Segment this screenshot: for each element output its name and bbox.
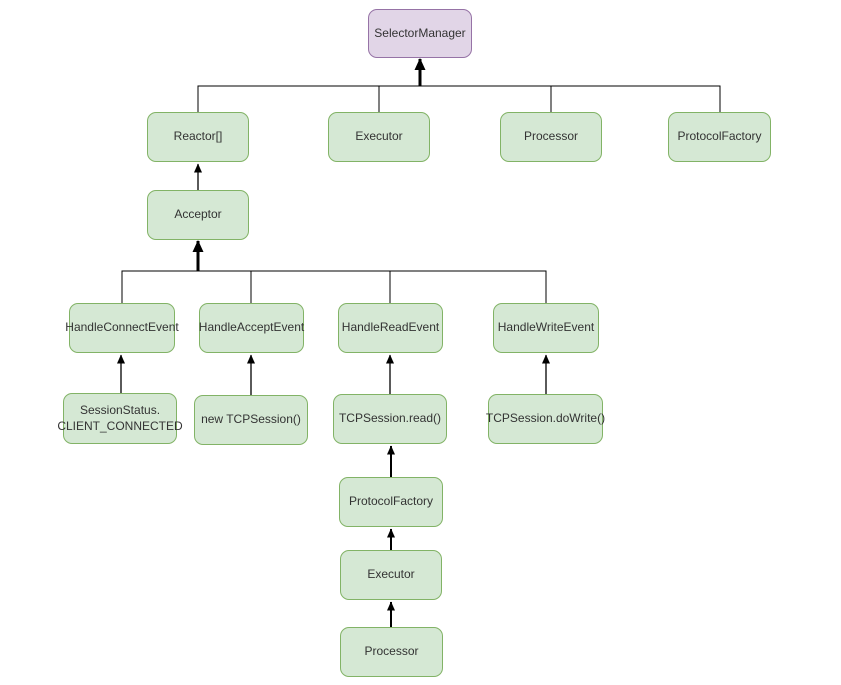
node-processor[interactable]: Processor xyxy=(500,112,602,162)
node-reactor-array-label: Reactor[] xyxy=(173,129,223,144)
node-protocol-factory-label: ProtocolFactory xyxy=(677,129,762,144)
connector-bus-row2 xyxy=(197,85,721,112)
node-acceptor-label: Acceptor xyxy=(174,207,222,222)
node-tcp-session-dowrite-label: TCPSession.doWrite() xyxy=(485,411,606,426)
node-new-tcp-session-label: new TCPSession() xyxy=(201,412,301,427)
node-protocol-factory-chain-label: ProtocolFactory xyxy=(348,494,434,509)
node-session-status-label: SessionStatus. CLIENT_CONNECTED xyxy=(57,402,183,433)
node-executor-label: Executor xyxy=(355,129,403,144)
node-handle-accept-event[interactable]: HandleAcceptEvent xyxy=(199,303,304,353)
node-handle-connect-event-label: HandleConnectEvent xyxy=(65,320,179,335)
node-processor-label: Processor xyxy=(523,129,579,144)
node-selector-manager-label: SelectorManager xyxy=(374,25,466,40)
node-session-status-client-connected[interactable]: SessionStatus. CLIENT_CONNECTED xyxy=(57,393,183,444)
connector-bus-handlers xyxy=(121,270,547,303)
node-handle-read-event[interactable]: HandleReadEvent xyxy=(338,303,443,353)
node-processor-chain-label: Processor xyxy=(364,644,419,659)
node-new-tcp-session[interactable]: new TCPSession() xyxy=(194,395,308,445)
node-tcp-session-read-label: TCPSession.read() xyxy=(338,411,442,426)
node-reactor-array[interactable]: Reactor[] xyxy=(147,112,249,162)
node-protocol-factory-chain[interactable]: ProtocolFactory xyxy=(339,477,443,527)
node-executor[interactable]: Executor xyxy=(328,112,430,162)
node-tcp-session-dowrite[interactable]: TCPSession.doWrite() xyxy=(485,394,606,444)
node-handle-accept-event-label: HandleAcceptEvent xyxy=(198,320,305,335)
node-executor-chain-label: Executor xyxy=(367,567,415,582)
node-selector-manager[interactable]: SelectorManager xyxy=(368,9,472,58)
node-handle-write-event[interactable]: HandleWriteEvent xyxy=(493,303,599,353)
node-handle-write-event-label: HandleWriteEvent xyxy=(497,320,595,335)
node-handle-read-event-label: HandleReadEvent xyxy=(341,320,440,335)
node-protocol-factory[interactable]: ProtocolFactory xyxy=(668,112,771,162)
node-tcp-session-read[interactable]: TCPSession.read() xyxy=(333,394,447,444)
node-handle-connect-event[interactable]: HandleConnectEvent xyxy=(65,303,179,353)
node-executor-chain[interactable]: Executor xyxy=(340,550,442,600)
node-processor-chain[interactable]: Processor xyxy=(340,627,443,677)
node-acceptor[interactable]: Acceptor xyxy=(147,190,249,240)
